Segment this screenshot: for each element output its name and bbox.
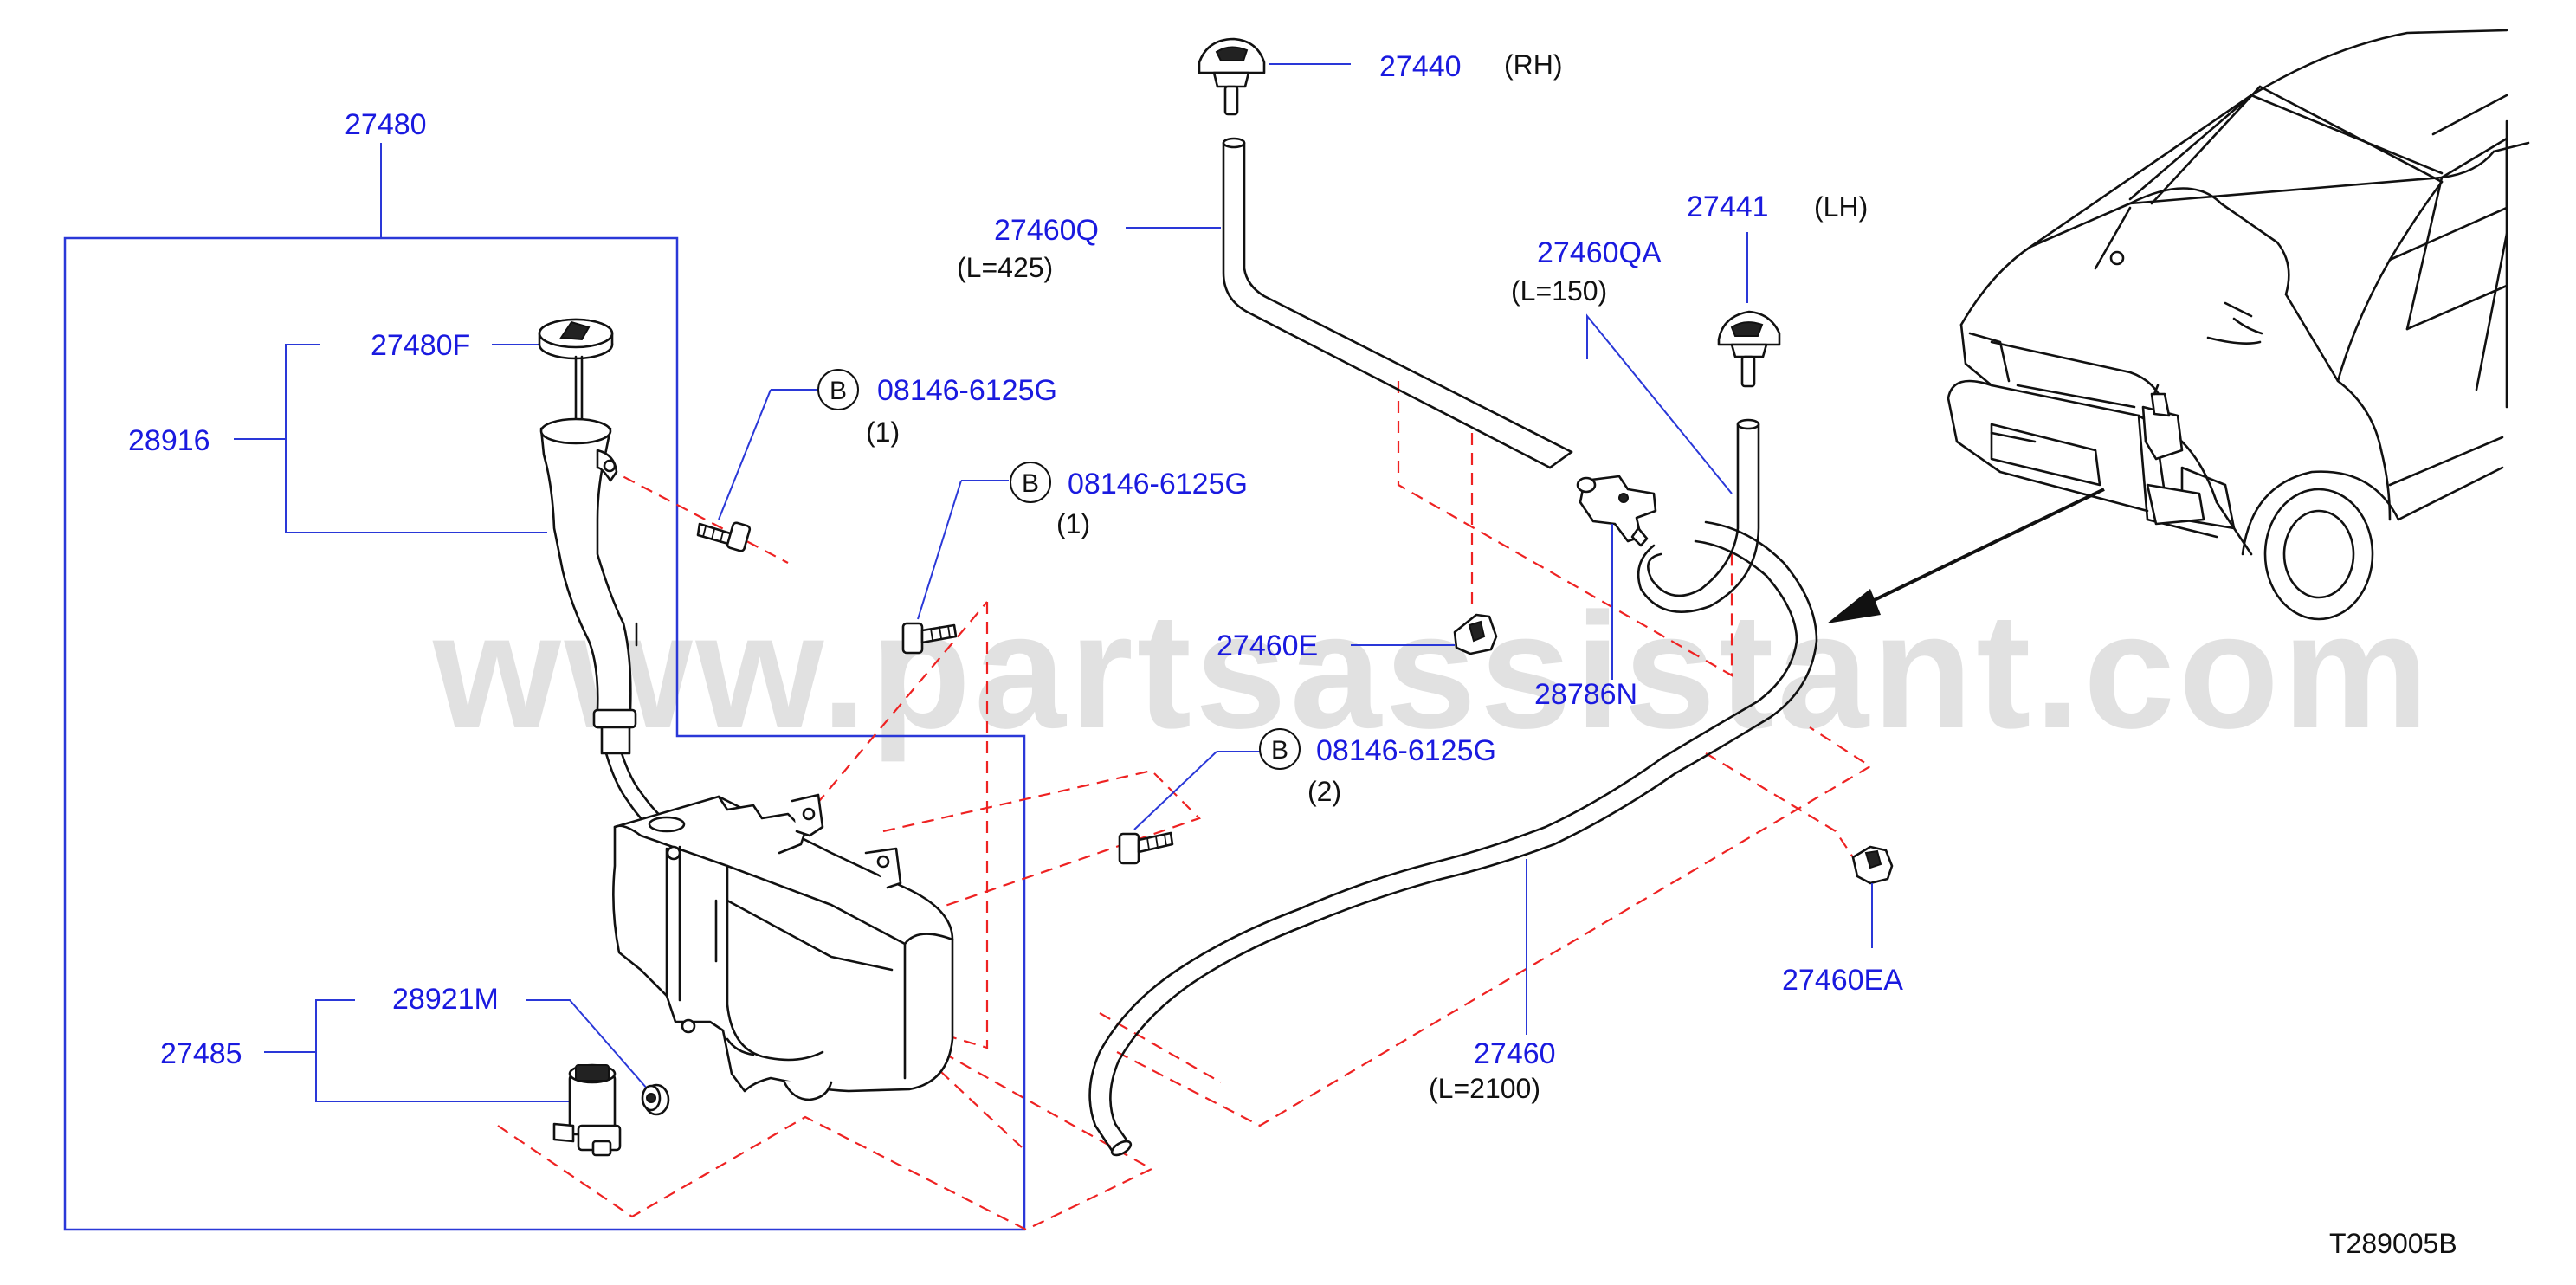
filler-neck-28916 <box>539 417 668 833</box>
leader-bolt-1 <box>718 389 772 520</box>
assembly-frame <box>63 236 1026 1231</box>
label-27485[interactable]: 27485 <box>160 1037 242 1070</box>
vehicle-illustration <box>1947 29 2530 621</box>
grommet-28921M-icon <box>641 1083 670 1116</box>
label-bolt-1[interactable]: 08146-6125G <box>877 374 1057 407</box>
label-27460EA[interactable]: 27460EA <box>1782 964 1903 997</box>
bolt-symbol-1-text: B <box>830 377 847 405</box>
bolt-symbol-3 <box>1259 728 1301 770</box>
note-27460Q: (L=425) <box>957 252 1053 283</box>
label-28921M[interactable]: 28921M <box>392 983 499 1016</box>
leader-28921M <box>526 999 649 1090</box>
filler-cap-27480F <box>538 318 614 426</box>
label-bolt-2[interactable]: 08146-6125G <box>1068 468 1248 500</box>
clip-27460E <box>1453 613 1498 655</box>
note-bolt-3: (2) <box>1307 776 1341 807</box>
bolt-symbol-2-text: B <box>1022 469 1039 498</box>
bracket-28916 <box>285 344 547 533</box>
nozzle-rh-27440 <box>1198 37 1266 116</box>
note-27441: (LH) <box>1814 191 1868 223</box>
label-27440[interactable]: 27440 <box>1379 50 1462 83</box>
note-bolt-1: (1) <box>866 416 900 448</box>
diagram-code: T289005B <box>2329 1228 2457 1259</box>
connector-28786N <box>1576 475 1657 547</box>
label-27460Q[interactable]: 27460Q <box>994 214 1099 247</box>
label-bolt-3[interactable]: 08146-6125G <box>1316 734 1496 767</box>
watermark: www.partsassistant.com <box>432 579 2432 763</box>
bolt-3-icon <box>1118 831 1174 865</box>
label-27460E[interactable]: 27460E <box>1217 630 1318 662</box>
label-27460[interactable]: 27460 <box>1474 1037 1556 1070</box>
bracket-27485 <box>315 999 571 1102</box>
label-27480F[interactable]: 27480F <box>371 329 470 362</box>
leader-27460QA <box>1586 313 1733 494</box>
bolt-symbol-1 <box>817 369 859 410</box>
hose-27460 <box>1088 520 1818 1157</box>
bolt-symbol-3-text: B <box>1271 736 1288 765</box>
note-27460QA: (L=150) <box>1511 275 1607 307</box>
bolt-symbol-2 <box>1010 462 1051 503</box>
note-bolt-2: (1) <box>1056 508 1090 539</box>
label-28786N[interactable]: 28786N <box>1534 678 1637 711</box>
leader-bolt-2 <box>917 480 962 620</box>
bolt-2-icon <box>901 622 958 655</box>
leader-bolt-3 <box>1133 751 1217 830</box>
hose-27460Q <box>1222 137 1573 469</box>
note-27440: (RH) <box>1504 49 1563 81</box>
note-27460: (L=2100) <box>1429 1073 1540 1104</box>
nozzle-lh-27441 <box>1717 310 1781 388</box>
label-27480[interactable]: 27480 <box>345 108 427 141</box>
clip-27460EA <box>1851 845 1894 885</box>
pointer-arrow-icon <box>1827 488 2105 623</box>
label-27441[interactable]: 27441 <box>1687 190 1769 223</box>
bolt-1-icon <box>696 521 752 552</box>
washer-pump-27485 <box>552 1063 622 1157</box>
washer-tank-27480 <box>612 793 954 1101</box>
label-27460QA[interactable]: 27460QA <box>1537 236 1662 269</box>
label-28916[interactable]: 28916 <box>128 424 210 457</box>
